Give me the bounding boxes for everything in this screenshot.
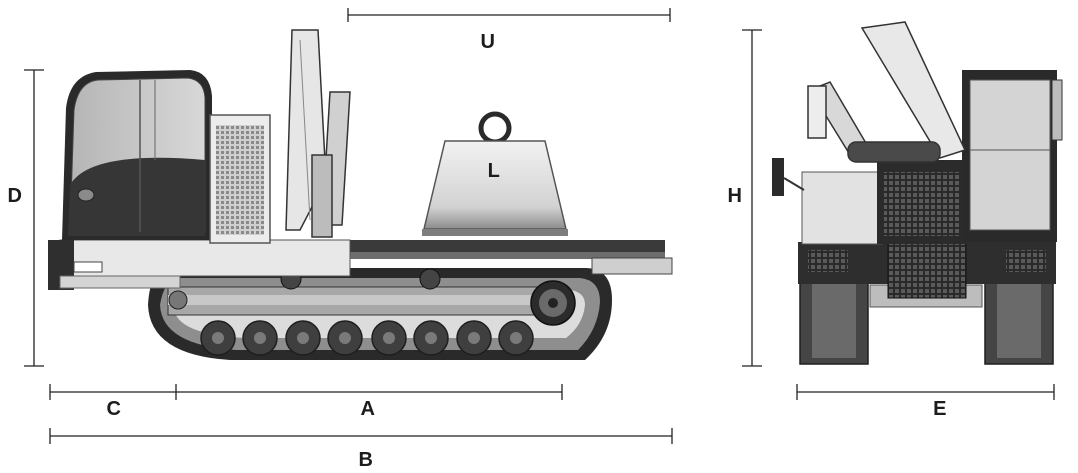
crane-front	[807, 21, 967, 163]
dimension-label-c: C	[106, 398, 122, 420]
cargo-deck	[345, 240, 665, 252]
dimension-label-a: A	[360, 398, 376, 420]
dimension-label-u: U	[480, 31, 496, 53]
front-mirror	[772, 158, 784, 196]
load-weight-icon	[422, 111, 568, 236]
dimension-label-e: E	[933, 398, 947, 420]
dimension-label-d: D	[7, 185, 23, 207]
crane-side	[285, 29, 351, 238]
front-view	[772, 21, 1063, 365]
dimension-label-b: B	[358, 449, 374, 471]
side-view	[48, 29, 673, 360]
dimension-label-h: H	[727, 185, 743, 207]
dimension-lines	[24, 8, 1055, 444]
dimension-label-l: L	[487, 160, 501, 182]
